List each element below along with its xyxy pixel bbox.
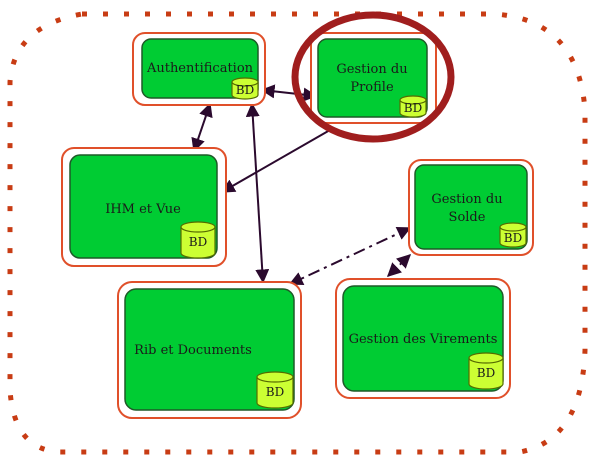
database-icon: BD [399, 95, 427, 118]
module-label: Rib et Documents [134, 343, 252, 358]
database-icon: BD [256, 371, 294, 409]
module-label: Gestion des Virements [349, 332, 498, 347]
module-label-line2: Solde [449, 210, 486, 225]
module-label: Authentification [146, 61, 254, 76]
module-gestion-profile: Gestion du Profile BD [310, 32, 437, 124]
module-box [342, 285, 504, 392]
link-auth-ihm [191, 102, 213, 153]
module-ihm-et-vue: IHM et Vue BD [61, 147, 227, 267]
module-box [141, 38, 259, 99]
database-label: BD [477, 366, 495, 380]
module-gestion-solde: Gestion du Solde BD [408, 159, 534, 256]
database-label: BD [236, 83, 254, 97]
module-box [124, 288, 295, 411]
module-label: IHM et Vue [105, 202, 181, 217]
connections [191, 84, 412, 286]
module-box [414, 164, 528, 250]
module-box [317, 38, 428, 118]
database-label: BD [266, 385, 284, 399]
database-label: BD [189, 235, 207, 249]
link-auth-profile [260, 84, 318, 102]
link-solde-rib [288, 226, 412, 286]
database-icon: BD [468, 352, 504, 390]
system-boundary [7, 11, 588, 455]
module-label-line1: Gestion du [336, 62, 407, 77]
highlight-circle [291, 11, 455, 143]
database-icon: BD [499, 222, 527, 248]
module-label-line1: Gestion du [431, 192, 502, 207]
link-auth-rib [245, 102, 270, 284]
database-icon: BD [180, 221, 216, 259]
database-icon: BD [231, 77, 259, 100]
module-label-line2: Profile [350, 80, 394, 95]
database-label: BD [504, 231, 522, 245]
link-solde-virements [386, 254, 412, 277]
module-gestion-virements: Gestion des Virements BD [335, 278, 511, 399]
module-rib-et-documents: Rib et Documents BD [117, 281, 302, 419]
link-profile-ihm [220, 129, 331, 193]
database-label: BD [404, 101, 422, 115]
module-authentification: Authentification BD [132, 32, 266, 106]
module-box [69, 154, 218, 259]
